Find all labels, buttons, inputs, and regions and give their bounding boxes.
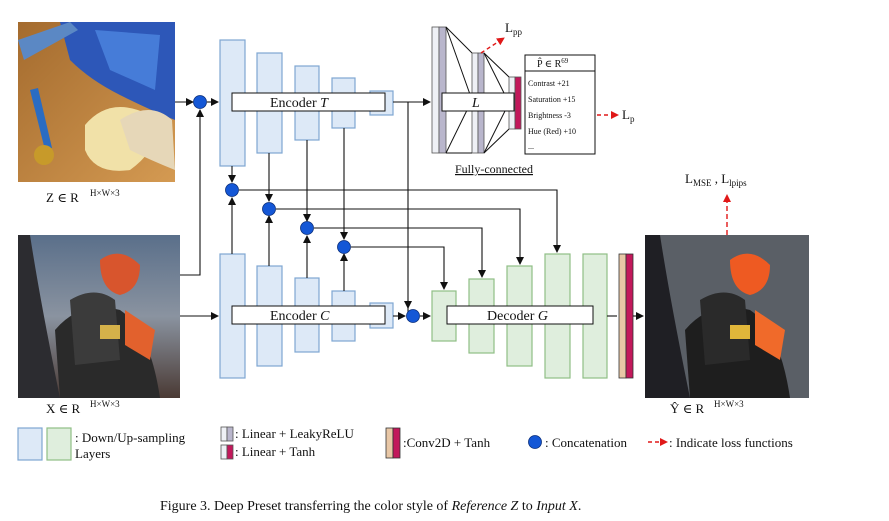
- output-image-y: [645, 235, 809, 398]
- legend-conv-tanh-label: :Conv2D + Tanh: [403, 435, 491, 450]
- legend-blue-swatch: [17, 427, 43, 461]
- preset-item: Contrast +21: [528, 79, 570, 88]
- preset-item: Hue (Red) +10: [528, 127, 576, 136]
- encoder-t-box: [231, 92, 386, 112]
- lpp-loss-arrow: [480, 37, 505, 54]
- decoder-g-box: [446, 305, 594, 325]
- loss-p-label: Lp: [622, 107, 635, 124]
- input-image-x: [18, 235, 180, 398]
- z-superscript: H×W×3: [90, 188, 120, 198]
- conv2d-tanh-bar: [618, 253, 634, 379]
- l-block-label: L: [471, 96, 480, 111]
- fully-connected-block: [431, 26, 522, 154]
- encoder-c-box: [231, 305, 386, 325]
- preset-panel: [524, 54, 596, 155]
- y-hat-label: Ŷ ∈ R: [670, 401, 705, 416]
- preset-item: ...: [528, 142, 534, 151]
- loss-mse-label: LMSE , Llpips: [685, 171, 747, 188]
- legend-concat-dot: [528, 435, 542, 449]
- x-superscript: H×W×3: [90, 399, 120, 409]
- legend: [17, 426, 668, 461]
- preset-header: P̂ ∈ R69: [537, 57, 569, 70]
- z-label: Z ∈ R: [46, 190, 79, 205]
- preset-item: Brightness -3: [528, 111, 571, 120]
- l-block-box: [441, 92, 515, 112]
- concat-dot: [300, 221, 314, 235]
- legend-linear-leaky-label: : Linear + LeakyReLU: [235, 426, 354, 441]
- encoder-t-label: Encoder T: [270, 96, 329, 111]
- concat-dot: [262, 202, 276, 216]
- x-label: X ∈ R: [46, 401, 81, 416]
- concat-dots: [193, 95, 420, 323]
- legend-down-up-label-2: Layers: [75, 446, 110, 461]
- legend-linear-tanh-label: : Linear + Tanh: [235, 444, 316, 459]
- legend-down-up-label: : Down/Up-sampling: [75, 430, 186, 445]
- reference-image-z: [18, 22, 175, 182]
- connection-arrows: [175, 98, 644, 320]
- concat-dot: [193, 95, 207, 109]
- legend-green-swatch: [46, 427, 72, 461]
- legend-concat-label: : Concatenation: [545, 435, 627, 450]
- encoder-c-label: Encoder C: [270, 309, 330, 324]
- figure-caption: Figure 3. Deep Preset transferring the c…: [160, 499, 581, 514]
- decoder-g-label: Decoder G: [487, 309, 548, 324]
- concat-dot: [337, 240, 351, 254]
- y-hat-superscript: H×W×3: [714, 399, 744, 409]
- preset-item: Saturation +15: [528, 95, 575, 104]
- fully-connected-label: Fully-connected: [455, 162, 533, 176]
- loss-pp-label: Lpp: [505, 20, 522, 37]
- concat-dot: [225, 183, 239, 197]
- concat-dot: [406, 309, 420, 323]
- legend-loss-label: : Indicate loss functions: [669, 435, 793, 450]
